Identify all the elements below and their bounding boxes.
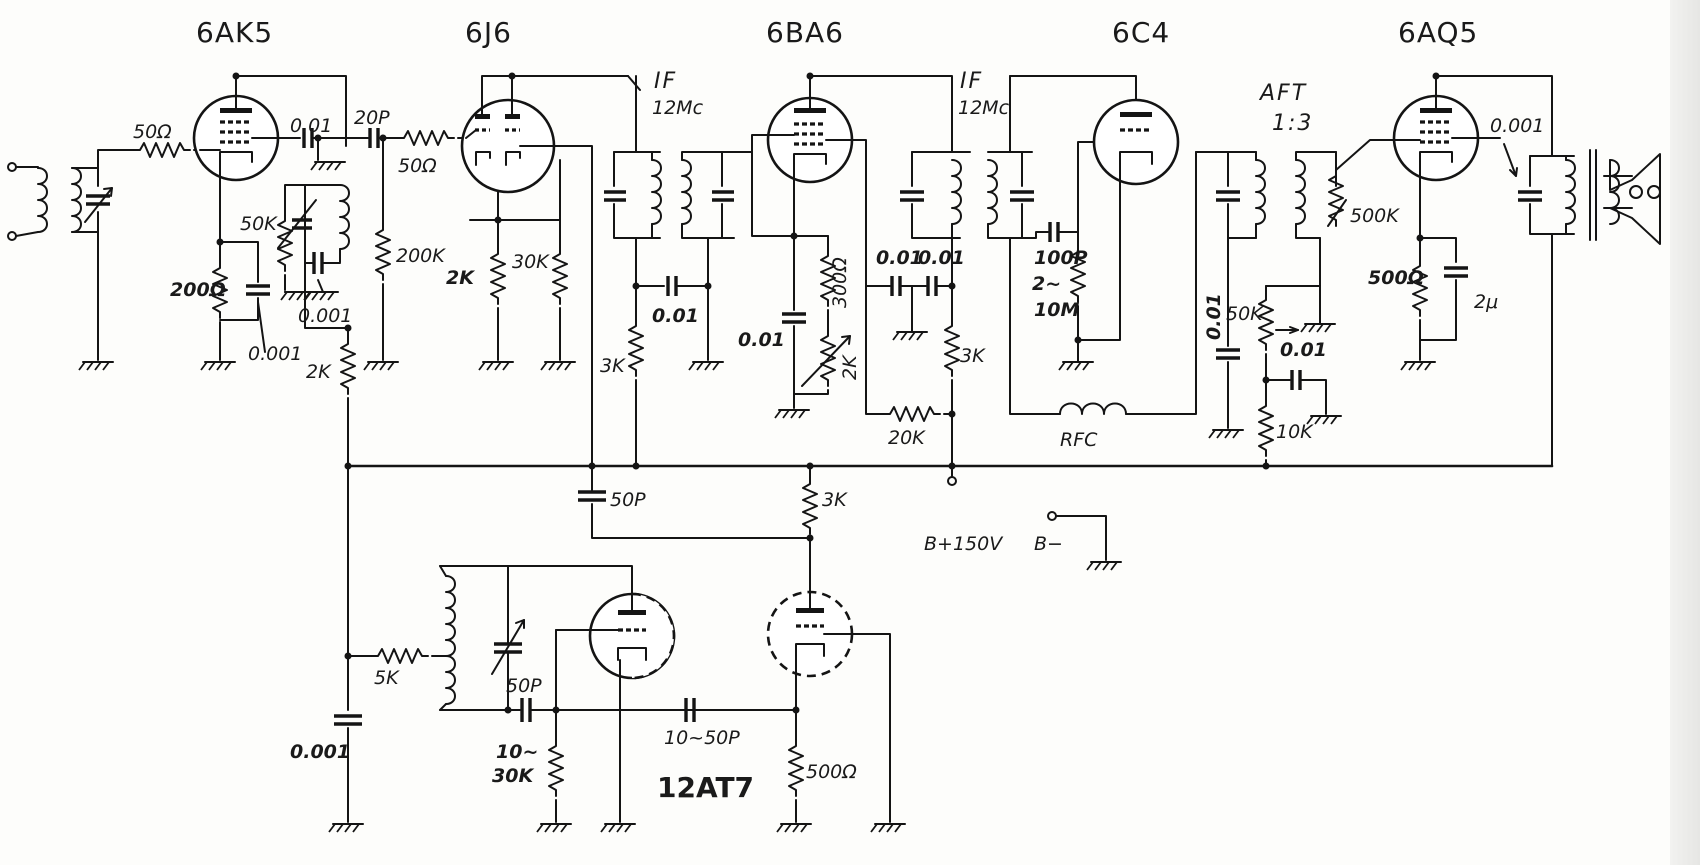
r-200-label: 200Ω xyxy=(170,279,226,301)
c-0001-b2-label: 0.001 xyxy=(290,741,350,763)
c-50p-label: 50P xyxy=(610,489,646,511)
c-100p-label: 100P xyxy=(1034,247,1088,269)
r-10k-label: 10K xyxy=(1276,421,1314,443)
if2-freq-label: 12Mc xyxy=(958,97,1010,119)
if1-freq-label: 12Mc xyxy=(652,97,704,119)
aft-ratio-label: 1:3 xyxy=(1272,111,1313,136)
c-001-c-label: 0.01 xyxy=(652,305,699,327)
c-001-h-label: 0.01 xyxy=(1280,339,1327,361)
c-001-coupling-label: 0.01 xyxy=(290,115,332,137)
r-3k-b-label: 3K xyxy=(960,345,986,367)
r-30k-label: 30K xyxy=(512,251,550,273)
c-001-d-label: 0.01 xyxy=(738,329,785,351)
r-3k-c-label: 3K xyxy=(822,489,848,511)
r-2-10m-b-label: 10M xyxy=(1034,299,1079,321)
c-0001-c-label: 0.001 xyxy=(1490,115,1544,137)
r-500k-label: 500K xyxy=(1350,205,1400,227)
r-20k-label: 20K xyxy=(888,427,926,449)
b-minus-label: B− xyxy=(1034,533,1063,555)
tube-6ba6-label: 6BA6 xyxy=(766,16,844,49)
r-50-grid-label: 50Ω xyxy=(398,155,437,177)
c-001-g-label: 0.01 xyxy=(1203,293,1225,340)
if1-label: IF xyxy=(654,69,677,94)
c-001-f-label: 0.01 xyxy=(918,247,965,269)
r-50k-b-label: 50K xyxy=(1226,303,1264,325)
r-10-30k-b-label: 30K xyxy=(492,765,534,787)
r-10-30k-a-label: 10~ xyxy=(496,741,538,763)
r-500-label: 500Ω xyxy=(1368,267,1424,289)
tube-6ak5-label: 6AK5 xyxy=(196,16,273,49)
r-500-b-label: 500Ω xyxy=(806,761,857,783)
tube-6ba6 xyxy=(766,75,854,184)
rfc-label: RFC xyxy=(1060,429,1098,451)
aft-label: AFT xyxy=(1258,81,1307,106)
r-2k-c-label: 2K xyxy=(839,354,861,380)
tube-12at7-label: 12AT7 xyxy=(657,771,754,804)
c-20p-label: 20P xyxy=(354,107,390,129)
page-edge-shadow xyxy=(1670,0,1700,865)
r-2k-a-label: 2K xyxy=(306,361,332,383)
r-2-10m-a-label: 2~ xyxy=(1032,273,1061,295)
r-3k-a-label: 3K xyxy=(600,355,626,377)
c-0001-a-label: 0.001 xyxy=(248,343,302,365)
r-50-in-label: 50Ω xyxy=(133,121,172,143)
tube-6c4 xyxy=(1092,98,1180,186)
tube-6ak5 xyxy=(192,75,280,182)
c-10-50p-label: 10~50P xyxy=(664,727,740,749)
r-2k-b-label: 2K xyxy=(446,267,475,289)
b-plus-label: B+150V xyxy=(924,533,1004,555)
c-001-e-label: 0.01 xyxy=(876,247,923,269)
r-300-label: 300Ω xyxy=(829,257,851,308)
tube-6j6 xyxy=(460,75,629,194)
tube-6aq5 xyxy=(1392,75,1480,182)
c-2u-label: 2μ xyxy=(1474,291,1498,313)
tube-6aq5-label: 6AQ5 xyxy=(1398,16,1478,49)
antenna-input xyxy=(7,149,137,371)
r-200k-label: 200K xyxy=(396,245,446,267)
r-5k-label: 5K xyxy=(374,667,400,689)
tube-12at7-a xyxy=(507,565,676,680)
if2-label: IF xyxy=(960,69,983,94)
c-0001-b-label: 0.001 xyxy=(298,305,352,327)
c-50p-b-label: 50P xyxy=(506,675,542,697)
r-50k-label: 50K xyxy=(240,213,278,235)
tube-6j6-label: 6J6 xyxy=(465,16,512,49)
tube-6c4-label: 6C4 xyxy=(1112,16,1170,49)
